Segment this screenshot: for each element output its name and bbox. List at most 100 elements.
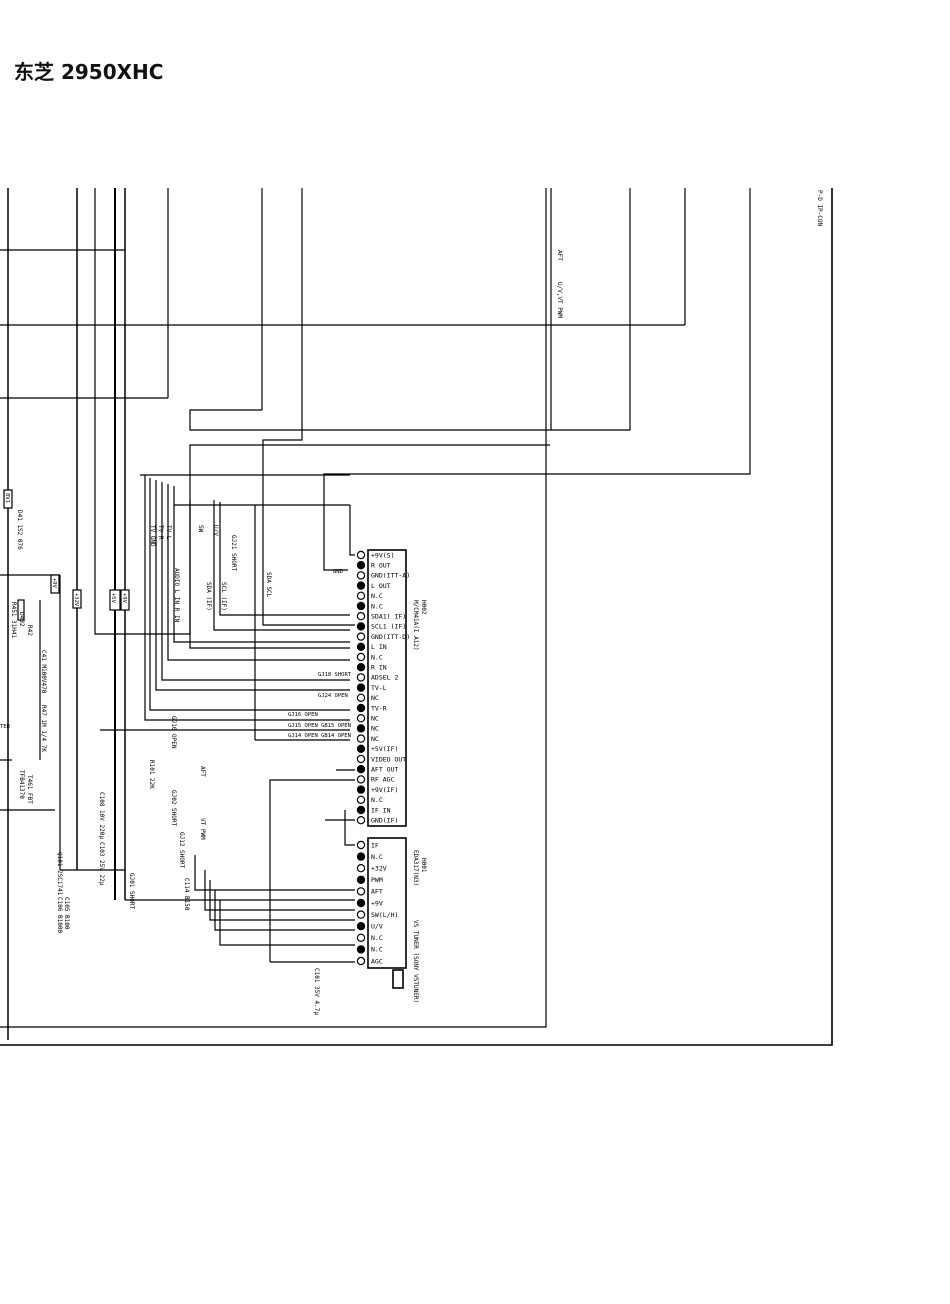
- h002-pins-pin-dot-19: [356, 734, 366, 743]
- page-title: 东芝 2950XHC: [14, 60, 164, 84]
- h002-pins-pin-label-15: NC: [371, 694, 379, 702]
- h002-pins-pin-label-18: NC: [371, 725, 379, 733]
- h002-pins-pin-label-11: N.C: [371, 653, 383, 661]
- jumper-1: GJ24 OPEN: [318, 693, 348, 699]
- h001-pins-pin-label-4: PWM: [371, 876, 383, 884]
- comp-15: R451 31H41: [10, 602, 17, 639]
- h001-pins-pin-label-1: IF: [371, 841, 379, 849]
- h001-pins-pin-dot-2: [356, 852, 366, 861]
- h002-pins-pin-label-19: NC: [371, 735, 379, 743]
- h002-pins-pin-dot-12: [356, 663, 366, 672]
- module-h001: [367, 837, 407, 989]
- module-h002: [367, 549, 407, 827]
- flag-1: +9V: [51, 578, 57, 589]
- h002-pins-pin-dot-10: [356, 642, 366, 652]
- h002-pins-pin-dot-1: [356, 550, 366, 560]
- comp-7: Q101 2SC1741: [56, 852, 63, 896]
- label-sw: SW: [197, 525, 204, 533]
- jumper-0: GJ18 SHORT: [318, 672, 352, 678]
- label-tv-l: TV L: [165, 525, 172, 540]
- comp-13: R42: [26, 625, 33, 636]
- flag-4: +9V: [121, 593, 127, 604]
- h002-pins-pin-label-23: RF AGC: [371, 776, 395, 784]
- jumper-7: GJ02 SHORT: [170, 790, 177, 827]
- label-gnd: GND: [333, 569, 343, 575]
- flag-3: +5V: [110, 593, 116, 604]
- label-tv-r: TV R: [157, 525, 164, 540]
- h002-pins-pin-label-25: N.C: [371, 796, 383, 804]
- h002-pins-pin-label-5: N.C: [371, 592, 383, 600]
- h002-pins-pin-dot-11: [356, 652, 366, 662]
- jumper-6: GJ10 OPEN: [170, 716, 177, 749]
- jumper-2: GJ16 OPEN: [288, 712, 318, 718]
- h001-pins-pin-label-9: N.C: [371, 934, 383, 942]
- h001-pins-pin-dot-4: [356, 875, 366, 885]
- h002-pins-pin-dot-8: [356, 622, 366, 631]
- comp-14: D402: [18, 612, 25, 627]
- h002-pins-pin-label-14: TV-L: [371, 684, 387, 692]
- connector-label: P-D IP-CON: [816, 190, 823, 227]
- comp-4: C114 B150: [183, 878, 190, 911]
- h001-pins-pin-dot-7: [356, 910, 366, 919]
- label-vt-pwm: VT PWM: [199, 818, 206, 840]
- comp-2: C105 B100: [63, 897, 70, 930]
- h002-pins-pin-dot-20: [356, 744, 366, 754]
- left-label-0: TER: [0, 724, 11, 730]
- h002-pins-pin-dot-21: [356, 754, 366, 764]
- h002-pins-pin-label-17: NC: [371, 715, 379, 723]
- h002-pins-pin-dot-14: [356, 683, 366, 692]
- h001-pins-pin-dot-5: [356, 887, 366, 896]
- label-tv-gnd: TV GND: [149, 525, 156, 547]
- h002-pins-pin-label-24: +9V(IF): [371, 786, 398, 794]
- h002-pins-pin-label-26: IF IN: [371, 806, 391, 814]
- label-sda-scl: SDA SCL: [265, 572, 272, 598]
- comp-10: R47 1M 1/4 7K: [40, 705, 47, 752]
- h002-pins-pin-label-6: N.C: [371, 602, 383, 610]
- comp-9: C41 M100V470: [40, 650, 47, 694]
- label-sda: SDA (IF): [205, 582, 212, 611]
- h002-pins-pin-dot-4: [356, 581, 366, 590]
- h001-pins-pin-dot-3: [356, 864, 366, 873]
- h002-pins-pin-label-27: GND(IF): [371, 817, 398, 825]
- comp-3: C106 B1000: [56, 897, 63, 934]
- jumper-9: GJ01 SHORT: [128, 873, 135, 910]
- h001-pins-pin-dot-6: [356, 898, 366, 908]
- h002-pins-pin-dot-24: [356, 785, 366, 794]
- h002-pins-pin-dot-27: [356, 816, 366, 825]
- h002-pins-pin-label-20: +5V(IF): [371, 745, 398, 753]
- h001-pins-pin-label-8: U/V: [371, 923, 383, 931]
- h001-pins-pin-dot-9: [356, 933, 366, 943]
- h001-pins-pin-label-10: N.C: [371, 946, 383, 954]
- h002-pins-pin-dot-2: [356, 561, 366, 570]
- h002-part: M/CM41A(I A12): [412, 600, 419, 651]
- h002-pins-pin-dot-25: [356, 795, 366, 805]
- h001-pins-pin-label-5: AFT: [371, 888, 383, 896]
- label-uv: U/V: [212, 525, 219, 536]
- h002-pins-pin-label-4: L OUT: [371, 582, 391, 590]
- comp-0: C108 10V 220μ: [98, 792, 105, 839]
- h001-pins-pin-label-6: +9V: [371, 899, 383, 907]
- h001-pins-pin-dot-1: [356, 840, 366, 850]
- label-aft: AFT: [556, 250, 563, 261]
- h001-ref: H001: [420, 858, 427, 873]
- h002-pins-pin-label-12: R IN: [371, 664, 387, 672]
- h002-pins-pin-dot-22: [356, 765, 366, 774]
- comp-6: R101 22K: [148, 760, 155, 789]
- h002-pins-pin-label-21: VIDEO OUT: [371, 755, 406, 763]
- h001-pins-pin-dot-11: [356, 956, 366, 966]
- h002-pins-pin-label-16: TV-R: [371, 704, 387, 712]
- h002-pins-pin-dot-3: [356, 571, 366, 580]
- h002-pins-pin-dot-9: [356, 632, 366, 641]
- jumper-8: GJ12 SHORT: [178, 832, 185, 869]
- flag-2: +32V: [73, 593, 79, 607]
- h002-pins-pin-dot-5: [356, 591, 366, 601]
- h001-part: EDA317(N3): [412, 850, 419, 886]
- h001-pins-pin-label-11: AGC: [371, 957, 383, 965]
- h001-pins-pin-dot-10: [356, 945, 366, 954]
- h002-pins-pin-dot-15: [356, 693, 366, 703]
- h001-pins-pin-label-2: N.C: [371, 853, 383, 861]
- h002-pins-pin-label-2: R OUT: [371, 562, 391, 570]
